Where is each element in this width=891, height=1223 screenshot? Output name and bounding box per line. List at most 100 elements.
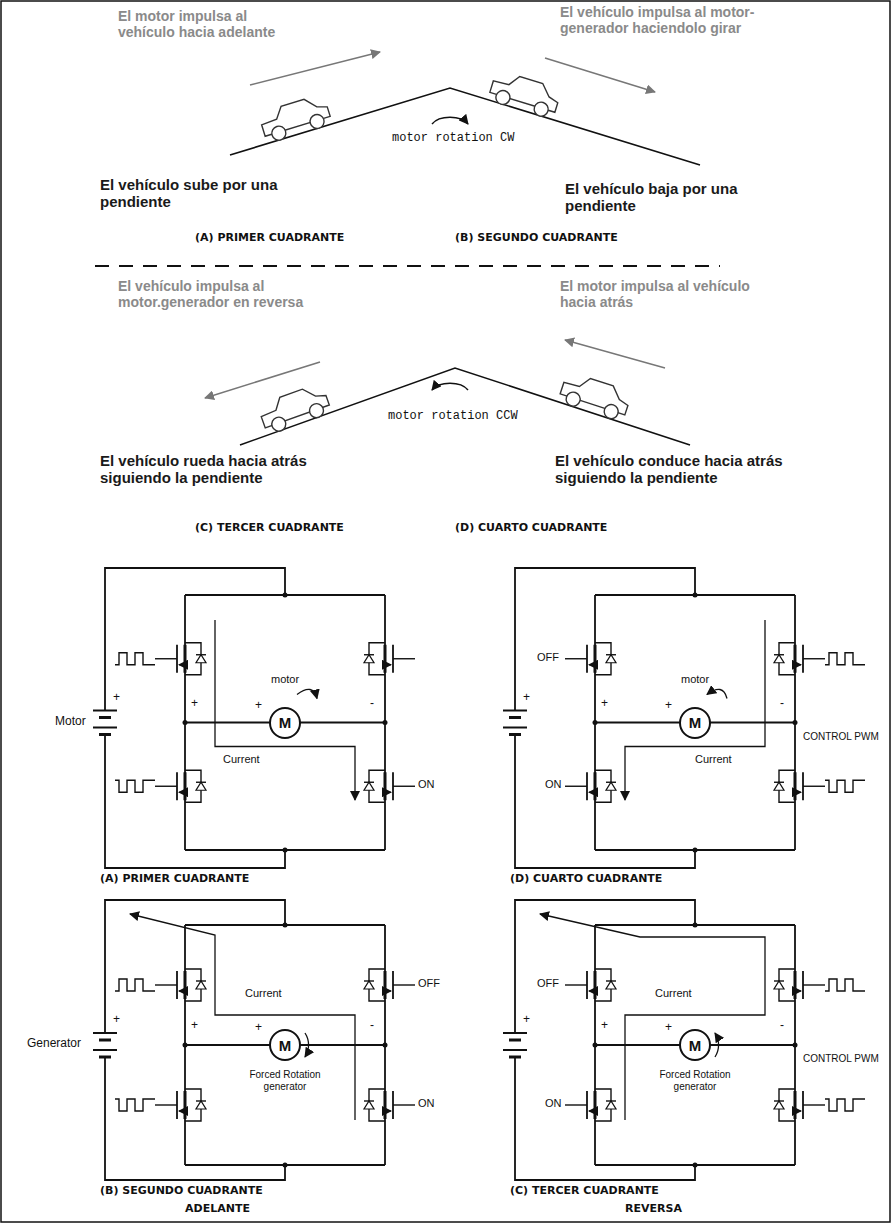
gate-lead — [565, 1104, 587, 1105]
signal-label: Current — [655, 987, 692, 1000]
junction-dot — [693, 1163, 698, 1168]
diode-bar — [606, 980, 616, 981]
diode-bar — [196, 654, 206, 655]
polarity-label: + — [191, 1019, 198, 1033]
diode — [364, 655, 374, 663]
mosfet-body — [795, 990, 801, 991]
control-label: CONTROL PWM — [803, 1053, 879, 1065]
diode — [606, 981, 616, 989]
polarity-label: Motor — [55, 715, 86, 729]
gate-lead — [155, 984, 177, 985]
gate-lead — [155, 658, 177, 659]
mosfet-body — [179, 1110, 185, 1111]
signal-label: motor — [271, 673, 299, 686]
battery-plate — [503, 1049, 527, 1051]
car-wheel — [494, 89, 511, 106]
car-wheel — [308, 402, 326, 420]
quadrant-caption: (A) PRIMER CUADRANTE — [195, 232, 344, 245]
quadrant-caption: ADELANTE — [185, 1203, 250, 1216]
polarity-label: - — [780, 697, 784, 711]
rotation-arrow — [432, 383, 468, 390]
mosfet-body — [179, 792, 185, 793]
diode — [196, 981, 206, 989]
pwm-waveform — [115, 780, 155, 792]
battery-plate — [99, 733, 111, 736]
rotation-arrow — [715, 1033, 719, 1057]
diode-bar — [196, 782, 206, 783]
rotation-arrow — [432, 117, 468, 124]
gate-lead — [803, 786, 825, 787]
junction-dot — [593, 1043, 598, 1048]
polarity-label: + — [255, 699, 262, 713]
diode — [364, 981, 374, 989]
car-body — [560, 371, 632, 415]
mosfet-channel — [594, 772, 597, 800]
signal-label: Current — [223, 753, 260, 766]
junction-dot — [283, 1163, 288, 1168]
car-wheel — [602, 403, 620, 421]
motor-letter: M — [279, 714, 292, 731]
junction-dot — [693, 848, 698, 853]
quadrant-caption: (D) CUARTO CUADRANTE — [510, 873, 662, 886]
polarity-label: + — [665, 699, 672, 713]
polarity-label: + — [113, 691, 120, 705]
battery-plate — [503, 727, 527, 729]
junction-dot — [383, 720, 388, 725]
diode — [774, 981, 784, 989]
diode — [364, 1101, 374, 1109]
polarity-label: + — [601, 697, 608, 711]
signal-label: OFF — [418, 977, 440, 990]
motion-arrow — [565, 340, 665, 368]
current-path — [215, 620, 355, 800]
mosfet-body — [589, 664, 595, 665]
gate-lead — [393, 984, 415, 985]
mosfet-channel — [794, 772, 797, 800]
motion-arrow — [545, 58, 655, 92]
junction-dot — [793, 720, 798, 725]
diode-bar — [364, 782, 374, 783]
mosfet-body — [795, 1110, 801, 1111]
description-text: El motor impulsa al vehículo hacia atrás — [560, 278, 775, 310]
supply-wire — [105, 735, 285, 869]
diode-bar — [606, 654, 616, 655]
supply-wire — [515, 900, 695, 1033]
supply-wire — [105, 568, 285, 711]
signal-label: ON — [418, 1097, 435, 1110]
current-path — [540, 914, 765, 1120]
battery-plate — [509, 733, 521, 736]
mosfet-body — [795, 664, 801, 665]
description-text: El vehículo sube por una pendiente — [100, 176, 335, 211]
junction-dot — [283, 923, 288, 928]
motor-circle: M — [679, 707, 711, 739]
junction-dot — [793, 1043, 798, 1048]
junction-dot — [593, 720, 598, 725]
polarity-label: - — [780, 1019, 784, 1033]
quadrant-caption: (B) SEGUNDO CUADRANTE — [100, 1185, 263, 1198]
mosfet-channel — [594, 971, 597, 999]
car-body — [257, 382, 329, 428]
junction-dot — [183, 720, 188, 725]
gate-lead — [155, 1104, 177, 1105]
mosfet-body — [795, 792, 801, 793]
car-body — [490, 69, 562, 112]
polarity-label: + — [601, 1019, 608, 1033]
junction-dot — [283, 848, 288, 853]
supply-wire — [515, 735, 695, 869]
junction-dot — [383, 1043, 388, 1048]
rotation-label: Forced Rotation generator — [243, 1069, 327, 1092]
car-body — [258, 93, 330, 136]
mosfet-body — [589, 792, 595, 793]
mosfet-channel — [184, 645, 187, 673]
signal-label: motor — [681, 673, 709, 686]
mosfet-channel — [794, 971, 797, 999]
battery-plate — [509, 716, 521, 719]
diode-bar — [606, 782, 616, 783]
mosfet-channel — [384, 772, 387, 800]
polarity-label: + — [191, 697, 198, 711]
car-wheel — [564, 390, 582, 408]
polarity-label: + — [523, 691, 530, 705]
quadrant-caption: REVERSA — [625, 1203, 682, 1216]
battery-plate — [99, 716, 111, 719]
signal-label: OFF — [537, 977, 559, 990]
mosfet-body — [385, 792, 391, 793]
